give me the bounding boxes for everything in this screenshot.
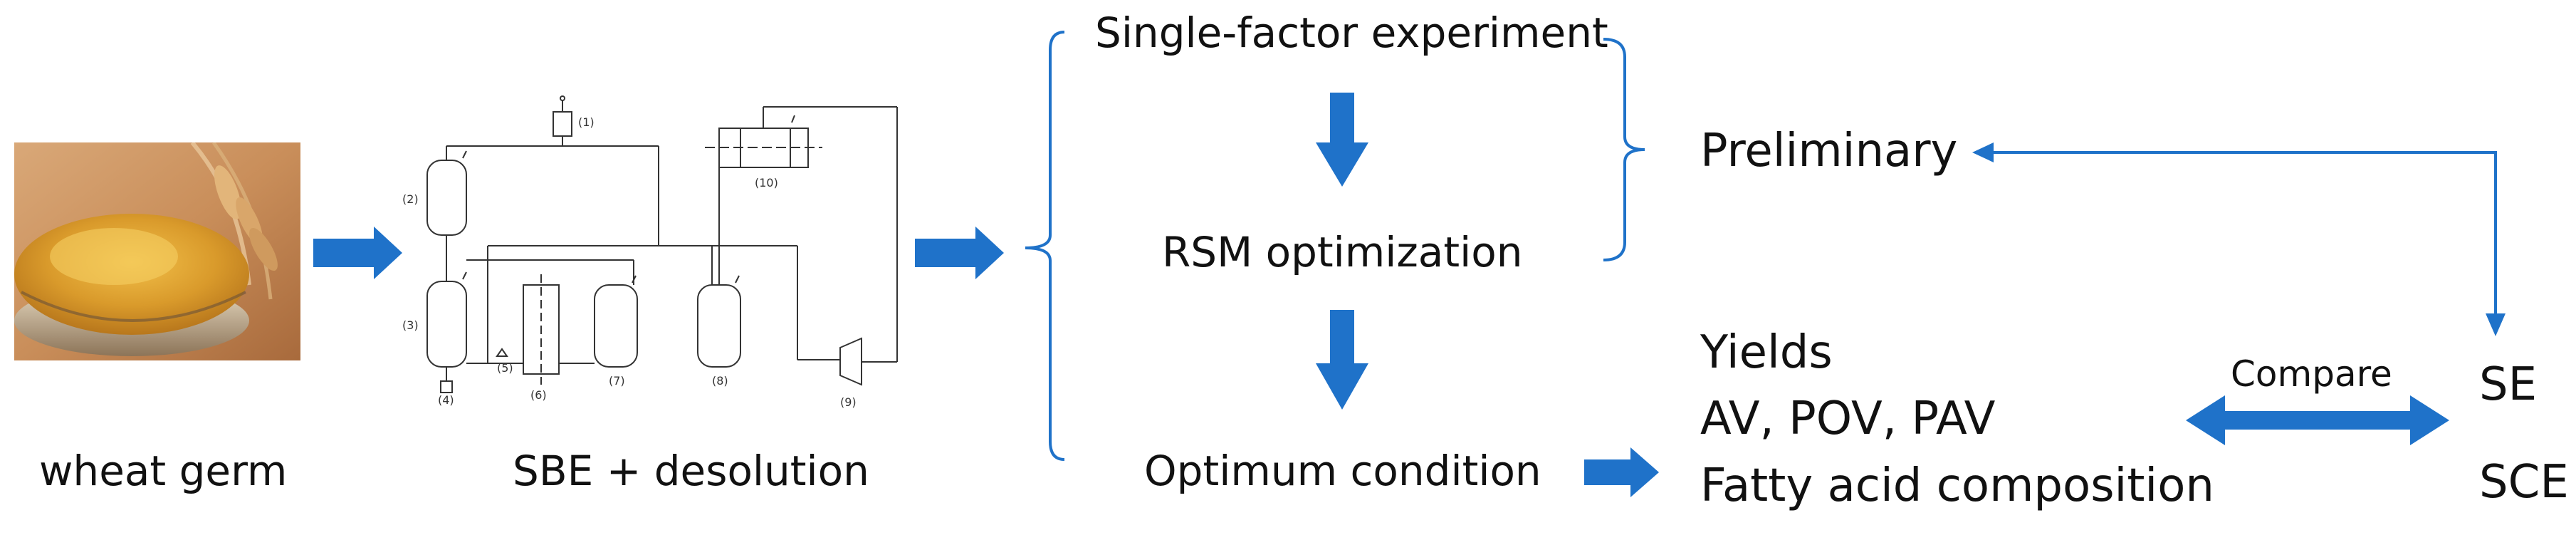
- left-brace: [1025, 31, 1065, 461]
- apparatus-number-8: (8): [712, 374, 728, 388]
- arrow-photo-to-apparatus: [313, 227, 402, 279]
- apparatus-number-2: (2): [402, 192, 419, 206]
- compare-label: Compare: [2231, 353, 2392, 395]
- feedback-line-se-to-preliminary: [1990, 151, 2497, 326]
- feedback-arrowhead-down: [2486, 313, 2506, 336]
- feedback-arrowhead-left: [1972, 142, 1994, 162]
- apparatus-number-9: (9): [840, 395, 857, 409]
- method-sce: SCE: [2479, 456, 2569, 509]
- apparatus-number-7: (7): [609, 374, 625, 388]
- arrow-optimum-to-results: [1584, 447, 1659, 497]
- result-yields: Yields: [1700, 326, 1833, 379]
- preliminary-label: Preliminary: [1700, 125, 1958, 177]
- caption-sbe-desolution: SBE + desolution: [513, 447, 869, 495]
- right-brace: [1603, 38, 1645, 261]
- wheat-germ-photo: [14, 142, 300, 360]
- result-av-pov-pav: AV, POV, PAV: [1700, 393, 1996, 445]
- arrow-apparatus-to-steps: [915, 227, 1004, 279]
- step-optimum-condition: Optimum condition: [1144, 447, 1541, 495]
- method-se: SE: [2479, 358, 2538, 411]
- apparatus-number-6: (6): [530, 388, 547, 402]
- compare-double-arrow: [2186, 395, 2449, 445]
- sbe-apparatus-schematic: [426, 95, 898, 393]
- result-fatty-acid: Fatty acid composition: [1700, 459, 2214, 512]
- caption-wheat-germ: wheat germ: [39, 447, 288, 495]
- apparatus-number-labels: (1) (2) (3) (4) (5) (6) (7) (8) (9) (10): [402, 115, 857, 409]
- arrow-rsm-to-optimum: [1316, 310, 1368, 410]
- step-rsm-optimization: RSM optimization: [1162, 228, 1523, 276]
- arrow-single-to-rsm: [1316, 93, 1368, 187]
- wheat-germ-illustration: [14, 142, 300, 360]
- apparatus-number-4: (4): [438, 393, 454, 407]
- apparatus-number-10: (10): [755, 176, 778, 189]
- apparatus-number-5: (5): [497, 361, 513, 375]
- apparatus-number-3: (3): [402, 318, 419, 332]
- step-single-factor: Single-factor experiment: [1095, 9, 1608, 57]
- apparatus-number-1: (1): [578, 115, 595, 129]
